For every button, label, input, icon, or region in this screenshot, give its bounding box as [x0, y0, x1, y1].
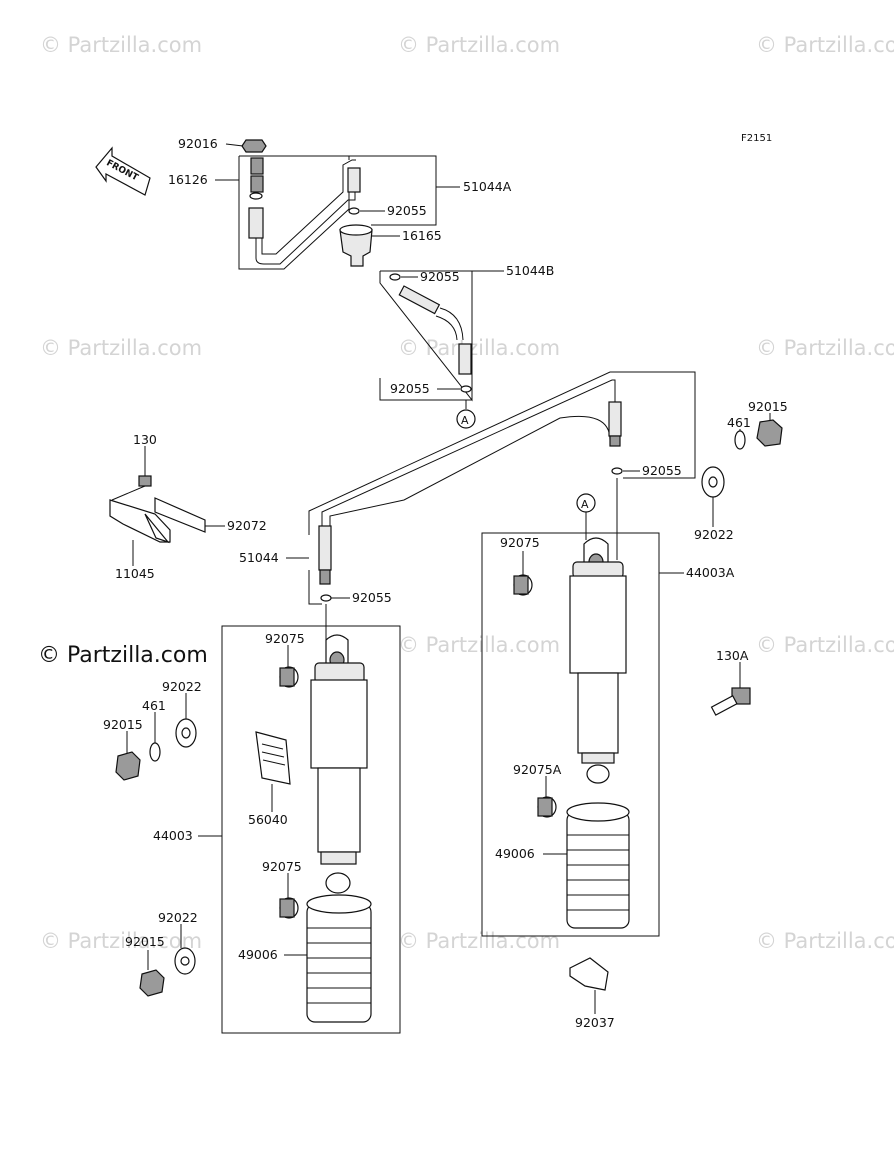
label-49006: 49006 — [495, 846, 535, 861]
label-92022: 92022 — [694, 527, 734, 542]
watermark: © Partzilla.com — [40, 336, 202, 360]
label-92022: 92022 — [158, 910, 198, 925]
leader-lines — [126, 143, 771, 1014]
label-92015: 92015 — [125, 934, 165, 949]
figure-ref: F2151 — [741, 133, 772, 144]
hose-51044 — [308, 371, 696, 605]
label-92075: 92075 — [500, 535, 540, 550]
label-51044: 51044 — [239, 550, 279, 565]
grommet-16165 — [339, 224, 373, 267]
label-11045: 11045 — [115, 566, 155, 581]
label-92075: 92075 — [262, 859, 302, 874]
label-130: 130 — [133, 432, 157, 447]
watermark: © Partzilla.com — [398, 336, 560, 360]
watermark: © Partzilla.com — [398, 929, 560, 953]
label-51044A: 51044A — [463, 179, 512, 194]
watermark: © Partzilla.com — [756, 929, 894, 953]
label-130A: 130A — [716, 648, 749, 663]
shock-absorber-44003 — [221, 604, 401, 1034]
right-hardware — [701, 419, 783, 716]
label-92015: 92015 — [748, 399, 788, 414]
bracket-11045 — [109, 460, 206, 544]
label-92072: 92072 — [227, 518, 267, 533]
watermarks: © Partzilla.com © Partzilla.com © Partzi… — [38, 33, 894, 953]
label-461: 461 — [727, 415, 751, 430]
label-92037: 92037 — [575, 1015, 615, 1030]
label-92055: 92055 — [642, 463, 682, 478]
part-labels: 92016 16126 51044A 92055 16165 92055 510… — [103, 136, 788, 1030]
callout-a: A — [581, 498, 589, 511]
hose-assembly-51044B: A — [379, 270, 476, 429]
watermark: © Partzilla.com — [398, 633, 560, 657]
label-92022: 92022 — [162, 679, 202, 694]
label-461: 461 — [142, 698, 166, 713]
label-44003: 44003 — [153, 828, 193, 843]
label-92075A: 92075A — [513, 762, 562, 777]
watermark: © Partzilla.com — [756, 336, 894, 360]
label-16165: 16165 — [402, 228, 442, 243]
label-92055: 92055 — [390, 381, 430, 396]
label-92016: 92016 — [178, 136, 218, 151]
hose-assembly-51044A — [238, 139, 437, 270]
watermark: © Partzilla.com — [40, 929, 202, 953]
watermark: © Partzilla.com — [40, 33, 202, 57]
label-49006: 49006 — [238, 947, 278, 962]
watermark-main: © Partzilla.com — [38, 643, 208, 668]
left-hardware — [115, 718, 197, 997]
label-92075: 92075 — [265, 631, 305, 646]
label-92055: 92055 — [420, 269, 460, 284]
watermark: © Partzilla.com — [756, 633, 894, 657]
label-51044B: 51044B — [506, 263, 554, 278]
label-56040: 56040 — [248, 812, 288, 827]
callout-a: A — [461, 414, 469, 427]
label-44003A: 44003A — [686, 565, 735, 580]
shock-absorber-44003A: A — [481, 478, 660, 991]
label-92015: 92015 — [103, 717, 143, 732]
label-16126: 16126 — [168, 172, 208, 187]
label-92055: 92055 — [352, 590, 392, 605]
watermark: © Partzilla.com — [756, 33, 894, 57]
label-92055: 92055 — [387, 203, 427, 218]
watermark: © Partzilla.com — [398, 33, 560, 57]
